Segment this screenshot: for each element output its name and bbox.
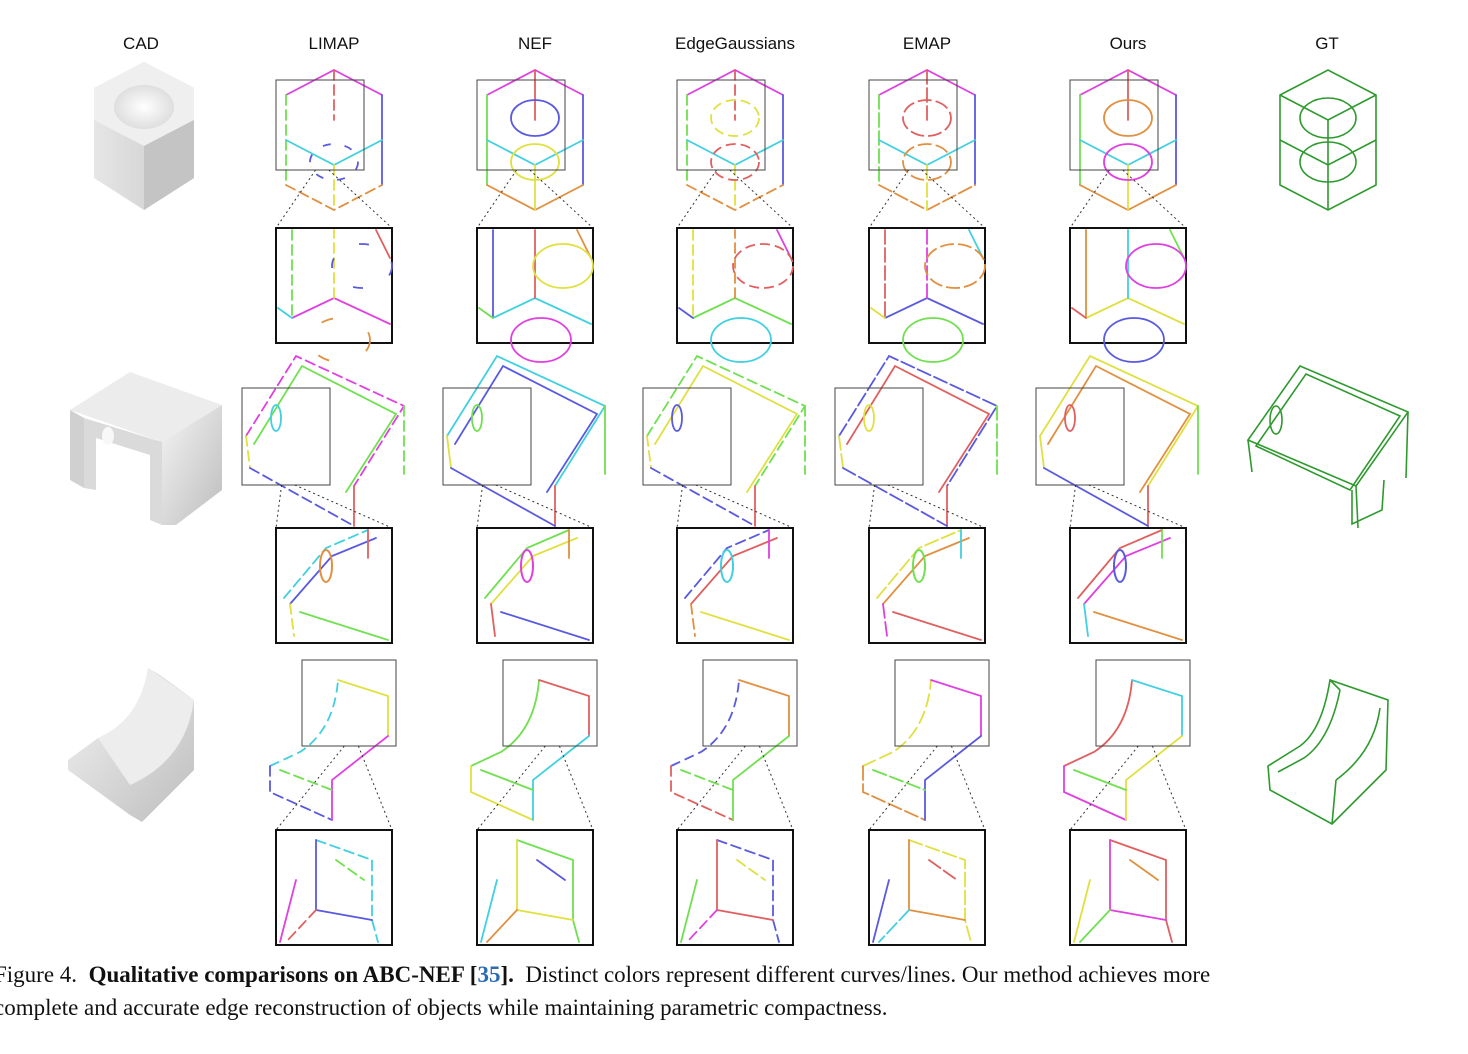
panel-bracket-emap xyxy=(834,354,999,644)
zoom-inset xyxy=(1069,527,1187,644)
panel-half-pipe-ours xyxy=(1063,659,1191,946)
gt-wireframe-half-pipe xyxy=(1267,678,1389,825)
panel-hex-nut-edgegaussians xyxy=(676,68,794,363)
zoom-inset xyxy=(1069,829,1187,946)
column-header-edgegaussians: EdgeGaussians xyxy=(674,34,796,53)
figure-caption: Figure 4. Qualitative comparisons on ABC… xyxy=(0,958,1468,1024)
caption-text-1: Distinct colors represent different curv… xyxy=(525,962,1211,987)
zoom-inset xyxy=(868,227,986,363)
zoom-inset xyxy=(1069,227,1187,363)
zoom-inset xyxy=(868,527,986,644)
zoom-inset xyxy=(275,227,393,363)
column-header-limap: LIMAP xyxy=(308,34,360,53)
panel-half-pipe-emap xyxy=(862,659,990,946)
zoom-inset xyxy=(676,527,794,644)
column-header-gt: GT xyxy=(1315,34,1339,53)
panel-bracket-limap xyxy=(241,354,406,644)
zoom-inset xyxy=(868,829,986,946)
column-header-nef: NEF xyxy=(518,34,552,53)
panel-bracket-ours xyxy=(1035,354,1200,644)
zoom-inset xyxy=(476,227,594,363)
panel-half-pipe-limap xyxy=(269,659,397,946)
cad-render-half-pipe xyxy=(68,668,194,822)
method-panels xyxy=(241,68,1200,946)
caption-label: Figure 4. xyxy=(0,962,78,987)
panel-hex-nut-limap xyxy=(275,68,393,363)
panel-hex-nut-ours xyxy=(1069,68,1187,363)
panel-bracket-nef xyxy=(442,354,607,644)
column-header-ours: Ours xyxy=(1109,34,1147,53)
citation-link[interactable]: 35 xyxy=(477,962,501,987)
panel-half-pipe-edgegaussians xyxy=(670,659,798,946)
zoom-inset xyxy=(275,829,393,946)
gt-wireframe-hex-nut xyxy=(1279,69,1377,211)
cad-render-hex-nut xyxy=(94,62,194,210)
column-header-cad: CAD xyxy=(123,34,159,53)
caption-text-2: complete and accurate edge reconstructio… xyxy=(0,995,888,1020)
gt-wireframe-bracket xyxy=(1246,365,1410,529)
zoom-inset xyxy=(476,527,594,644)
column-header-emap: EMAP xyxy=(902,34,952,53)
caption-title-post: ]. xyxy=(500,962,514,987)
zoom-inset xyxy=(275,527,393,644)
panel-half-pipe-nef xyxy=(470,659,598,946)
zoom-inset xyxy=(476,829,594,946)
panel-hex-nut-nef xyxy=(476,68,594,363)
zoom-inset xyxy=(676,829,794,946)
zoom-inset xyxy=(676,227,794,363)
panel-bracket-edgegaussians xyxy=(642,354,807,644)
caption-title-pre: Qualitative comparisons on ABC-NEF [ xyxy=(88,962,478,987)
panel-hex-nut-emap xyxy=(868,68,986,363)
cad-render-bracket xyxy=(70,372,222,525)
